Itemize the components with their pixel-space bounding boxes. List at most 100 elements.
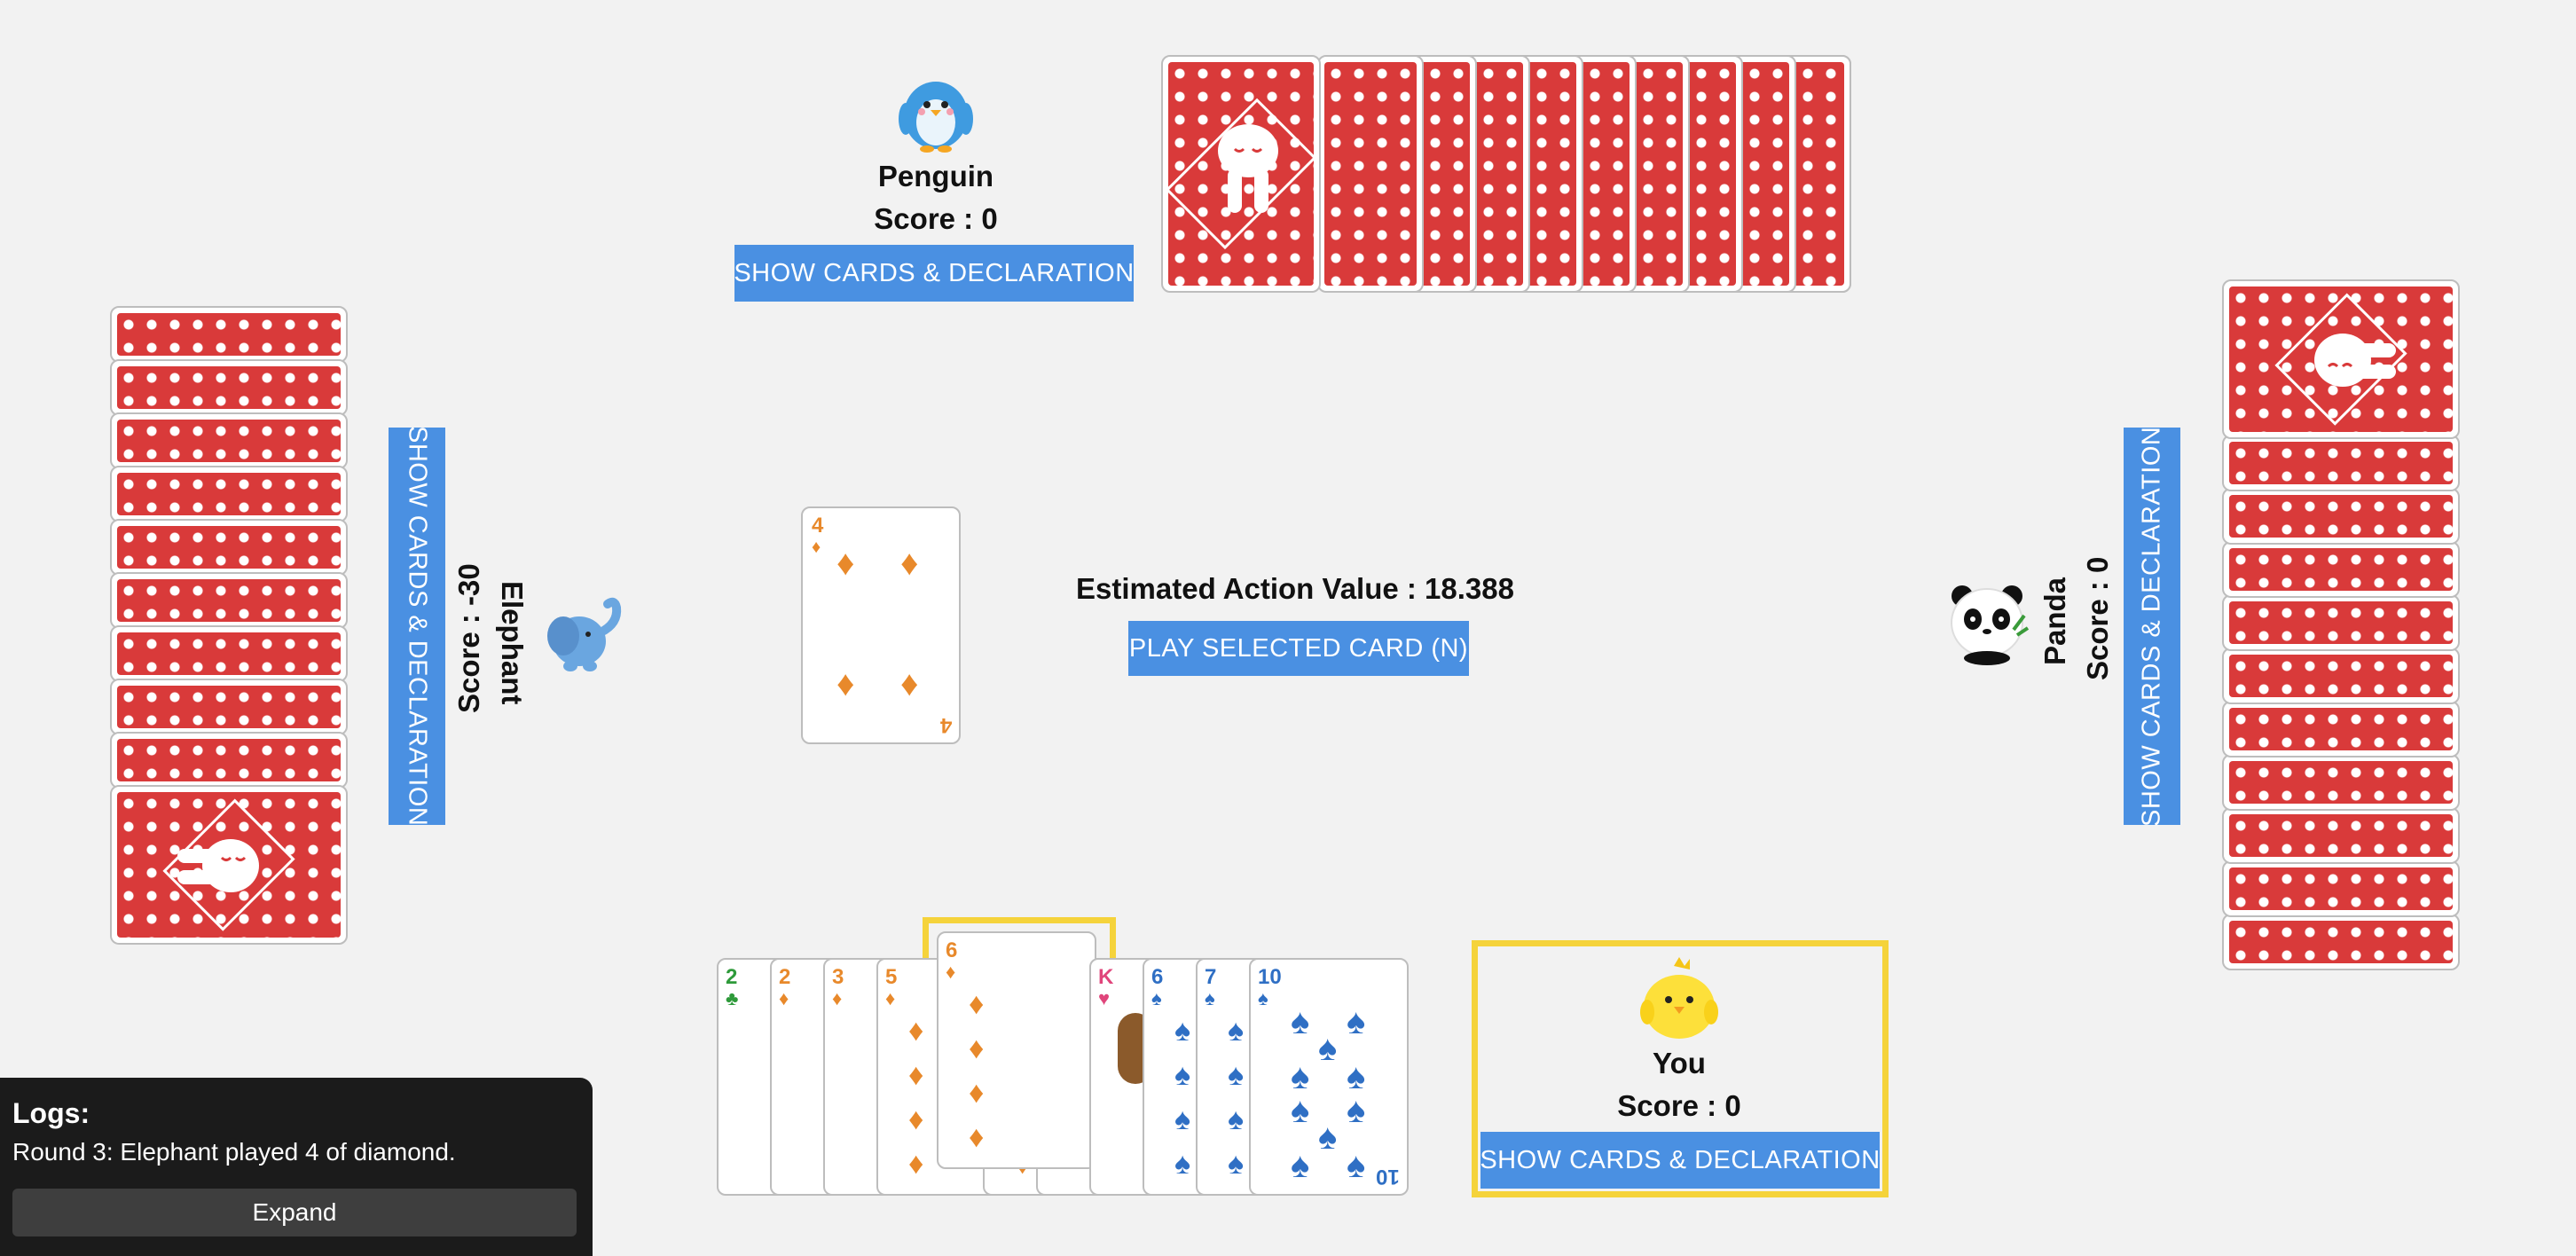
card-back (110, 306, 348, 363)
card-back (110, 412, 348, 469)
you-show-cards-button[interactable]: SHOW CARDS & DECLARATION (1480, 1132, 1880, 1189)
card-back (2222, 914, 2460, 970)
card-suit: ♠ (1151, 987, 1162, 1009)
panda-avatar (1943, 577, 2031, 665)
penguin-show-cards-button[interactable]: SHOW CARDS & DECLARATION (734, 245, 1134, 302)
card-suit: ♠ (1205, 987, 1215, 1009)
hand-card-6-diamond[interactable]: 6♦♦♦♦♦ (937, 931, 1096, 1169)
spade-icon: ♠ (1174, 1014, 1191, 1048)
penguin-score: Score : 0 (874, 202, 998, 235)
diamond-icon: ♦ (908, 1014, 924, 1048)
card-rank: 6 (946, 938, 958, 962)
spade-icon: ♠ (1347, 1091, 1366, 1130)
spade-icon: ♠ (1318, 1118, 1338, 1157)
card-rank: 4 (812, 514, 824, 538)
diamond-icon: ♦ (908, 1103, 924, 1136)
card-back (1317, 55, 1424, 293)
card-back (110, 732, 348, 789)
panda-show-cards-button[interactable]: SHOW CARDS & DECLARATION (2124, 426, 2180, 827)
spade-icon: ♠ (1291, 1057, 1310, 1096)
card-back (2222, 807, 2460, 864)
card-suit: ♦ (946, 961, 956, 983)
card-back (2222, 594, 2460, 651)
spade-icon: ♠ (1291, 1146, 1310, 1185)
elephant-name: Elephant (496, 581, 529, 705)
card-back (2222, 488, 2460, 545)
your-turn-highlight (1472, 940, 1889, 1197)
card-back (110, 572, 348, 629)
card-back (110, 625, 348, 682)
card-suit: ♣ (726, 987, 739, 1009)
logs-title: Logs: (12, 1097, 90, 1129)
bunny-icon (1218, 124, 1278, 213)
card-rank: 5 (885, 965, 898, 989)
diamond-icon: ♦ (908, 1147, 924, 1181)
diamond-icon: ♦ (969, 1076, 985, 1110)
card-back (2222, 648, 2460, 704)
card-suit: ♦ (812, 538, 821, 557)
diamond-icon: ♦ (900, 664, 919, 703)
elephant-score: Score : -30 (452, 563, 485, 714)
you-name: You (1653, 1047, 1706, 1079)
card-rank: 10 (1376, 1165, 1400, 1189)
spade-icon: ♠ (1291, 1002, 1310, 1041)
diamond-icon: ♦ (908, 1058, 924, 1092)
card-suit: ♠ (1258, 987, 1268, 1009)
expand-logs-button[interactable]: Expand (12, 1189, 577, 1236)
card-suit: ♦ (832, 987, 843, 1009)
diamond-icon: ♦ (969, 1120, 985, 1154)
card-back (110, 785, 348, 945)
card-suit: ♥ (1098, 987, 1111, 1009)
play-selected-card-button[interactable]: PLAY SELECTED CARD (N) (1128, 621, 1469, 676)
spade-icon: ♠ (1228, 1014, 1245, 1048)
card-rank: 4 (939, 713, 952, 737)
diamond-icon: ♦ (836, 664, 855, 703)
card-rank: 6 (1151, 965, 1164, 989)
estimated-action-value: Estimated Action Value : 18.388 (1076, 572, 1514, 605)
hand-card-10-spade[interactable]: 10♠♠♠♠♠♠♠♠♠♠♠10 (1249, 958, 1409, 1196)
panda-name: Panda (2038, 577, 2071, 665)
spade-icon: ♠ (1174, 1147, 1191, 1181)
spade-icon: ♠ (1318, 1029, 1338, 1068)
card-back (1161, 55, 1321, 293)
card-suit: ♦ (885, 987, 896, 1009)
card-back (2222, 701, 2460, 758)
card-rank: 3 (832, 965, 844, 989)
diamond-icon: ♦ (969, 987, 985, 1021)
log-entry: Round 3: Elephant played 4 of diamond. (12, 1138, 456, 1166)
card-rank: 10 (1258, 965, 1282, 989)
penguin-name: Penguin (877, 160, 994, 192)
card-back (2222, 279, 2460, 439)
card-back (110, 466, 348, 522)
card-back (2222, 860, 2460, 917)
logs-panel: Logs: Round 3: Elephant played 4 of diam… (0, 1078, 593, 1256)
card-back (2222, 754, 2460, 811)
spade-icon: ♠ (1228, 1147, 1245, 1181)
bunny-icon (2314, 334, 2396, 387)
spade-icon: ♠ (1174, 1103, 1191, 1136)
spade-icon: ♠ (1174, 1058, 1191, 1092)
panda-score: Score : 0 (2081, 556, 2114, 681)
spade-icon: ♠ (1347, 1146, 1366, 1185)
spade-icon: ♠ (1228, 1103, 1245, 1136)
bunny-icon (177, 839, 259, 892)
elephant-show-cards-button[interactable]: SHOW CARDS & DECLARATION (389, 426, 445, 827)
elephant-avatar (537, 590, 625, 679)
chick-avatar (1635, 954, 1724, 1042)
card-back (110, 679, 348, 735)
card-rank: K (1098, 965, 1114, 989)
diamond-icon: ♦ (969, 1032, 985, 1065)
card-back (2222, 541, 2460, 598)
played-card-4-diamond: 4 ♦ ♦ ♦ ♦ ♦ 4 (801, 506, 961, 744)
card-back (2222, 435, 2460, 491)
spade-icon: ♠ (1347, 1057, 1366, 1096)
card-rank: 7 (1205, 965, 1217, 989)
card-back (110, 519, 348, 576)
card-rank: 2 (779, 965, 791, 989)
spade-icon: ♠ (1228, 1058, 1245, 1092)
card-back (110, 359, 348, 416)
spade-icon: ♠ (1291, 1091, 1310, 1130)
penguin-avatar (891, 64, 980, 153)
card-suit: ♦ (779, 987, 789, 1009)
spade-icon: ♠ (1347, 1002, 1366, 1041)
